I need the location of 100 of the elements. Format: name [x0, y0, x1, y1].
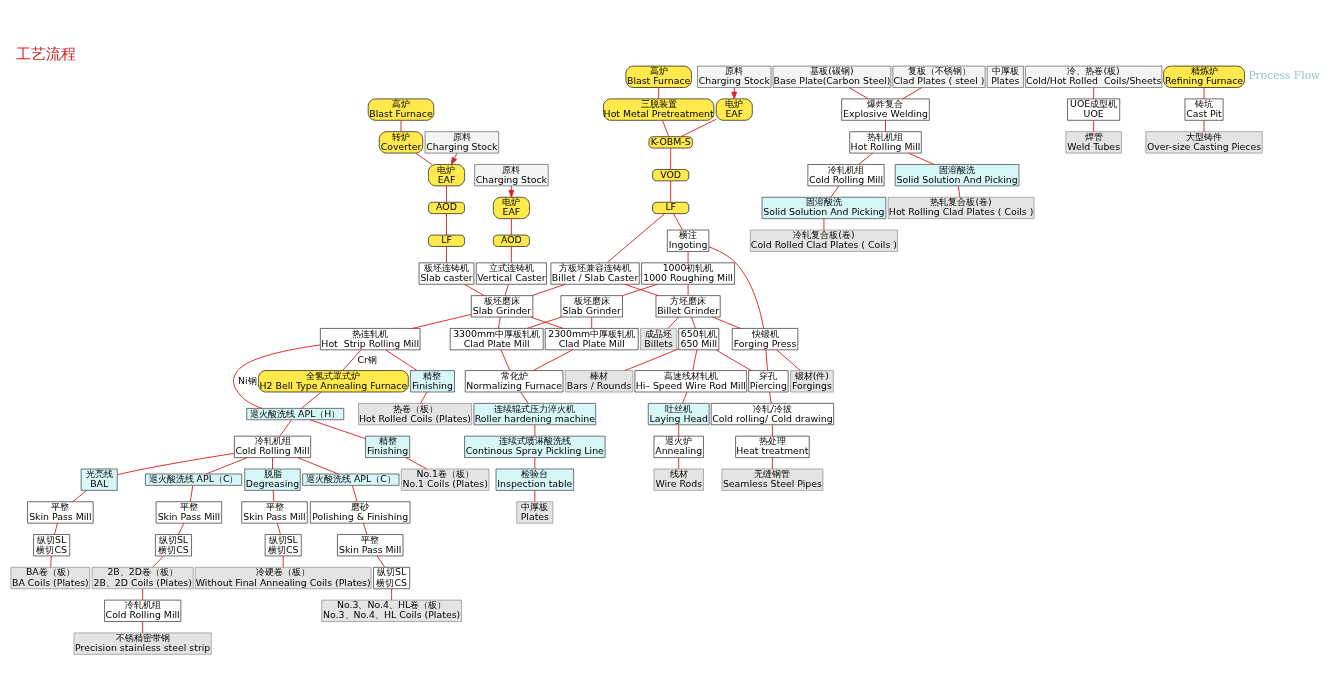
node-box: 电炉 EAF: [493, 196, 530, 219]
connector: [415, 152, 433, 165]
connector: [687, 283, 689, 297]
node-box: 热轧复合板(卷) Hot Rolling Clad Plates ( Coils ): [887, 196, 1035, 219]
connector: [715, 349, 752, 371]
node-box: 纵切SL 横切CS: [373, 567, 411, 590]
connector: [532, 349, 573, 371]
connector: [301, 391, 322, 409]
node-box: 线材 Wire Rods: [653, 468, 704, 491]
connector: [446, 246, 447, 264]
edge-label: Cr钢: [357, 353, 377, 365]
node-box: 全氢式罩式炉 H2 Bell Type Annealing Furnace: [258, 370, 409, 393]
node-box: 热卷（板） Hot Rolled Coils (Plates): [358, 403, 472, 426]
node-box: 冷轧机组 Cold Rolling Mill: [104, 599, 182, 622]
node-box: 电炉 EAF: [715, 98, 753, 121]
connector: [534, 424, 536, 437]
node-box: 退火酸洗线 APL（H）: [246, 408, 345, 421]
connector: [510, 218, 512, 236]
connector: [504, 283, 509, 297]
node-box: 退火炉 Annealing: [653, 435, 704, 458]
connector: [142, 588, 144, 601]
node-box: K-OBM-S: [648, 136, 693, 149]
connector: [510, 246, 512, 264]
node-box: 精整 Finishing: [365, 435, 411, 458]
node-box: AOD: [428, 201, 465, 214]
connector: [771, 457, 773, 470]
node-box: 常化炉 Normalizing Furnace: [464, 370, 564, 393]
connector: [771, 424, 773, 437]
connector: [765, 349, 768, 371]
connector: [1203, 119, 1205, 133]
node-box: 方板坯兼容连铸机 Billet / Slab Caster: [550, 262, 640, 285]
node-box: UOE成型机 UOE: [1067, 98, 1121, 121]
node-box: 焊管 Weld Tubes: [1065, 131, 1122, 154]
connector: [420, 391, 428, 404]
arrow: [450, 152, 458, 165]
connector: [606, 213, 666, 264]
node-box: 650轧机 650 Mill: [678, 328, 720, 351]
node-box: 精整 Finishing: [410, 370, 455, 393]
connector: [272, 457, 273, 470]
connector: [50, 555, 52, 568]
node-box: 转炉 Coverter: [378, 131, 424, 154]
connector: [500, 349, 511, 371]
connector: [411, 313, 472, 329]
node-box: 高炉 Blast Furnace: [367, 98, 435, 121]
connector: [776, 349, 801, 371]
connector: [708, 246, 765, 329]
node-box: 爆炸复合 Explosive Welding: [841, 98, 930, 121]
node-box: 退火酸洗线 APL（C）: [302, 473, 400, 486]
node-box: AOD: [493, 234, 530, 247]
node-box: 冷轧机组 Cold Rolling Mill: [807, 164, 885, 187]
node-box: LF: [428, 234, 465, 247]
connector: [177, 522, 185, 535]
node-box-text: 大型铸件 Over-size Casting Pieces: [1145, 131, 1263, 154]
connector: [670, 180, 672, 203]
connector: [497, 316, 501, 329]
connector: [351, 485, 358, 502]
node-box: 立式连铸机 Vertical Caster: [475, 262, 547, 285]
node-box: 三脱装置 Hot Metal Pretreatment: [603, 98, 715, 121]
node-box-text: 原料 Charging Stock: [474, 164, 549, 187]
connector: [667, 316, 680, 329]
connector: [520, 391, 529, 404]
connector: [830, 185, 840, 198]
node-box: 成品坯 Billets: [640, 328, 678, 351]
node-box: 磨砂 Polishing & Finishing: [310, 501, 411, 524]
node-box: 退火酸洗线 APL（C）: [145, 473, 243, 486]
node-box: 复板（不锈钢） Clad Plates ( steel ): [892, 65, 986, 88]
node-box: 平整 Skin Pass Mill: [337, 534, 404, 557]
connector: [678, 457, 680, 470]
connector: [446, 213, 447, 236]
node-box-text: 冷硬卷（板） Without Final Annealing Coils (Plates): [194, 567, 372, 590]
connector: [405, 457, 428, 470]
node-box: 中厚板 Plates: [516, 501, 554, 524]
connector: [276, 522, 281, 535]
node-box: 铸坑 Cast Pit: [1184, 98, 1224, 121]
node-box: 平整 Skin Pass Mill: [27, 501, 94, 524]
node-box-text: 脱脂 Degreasing: [244, 468, 301, 491]
connector: [400, 119, 402, 133]
connector: [463, 283, 485, 297]
node-box: 穿孔 Piercing: [748, 370, 789, 393]
connector: [534, 457, 536, 470]
node-box: 冷轧/冷拔 Cold rolling/ Cold drawing: [710, 403, 834, 426]
node-box: 冷、热卷(板) Cold/Hot Rolled Coils/Sheets: [1025, 65, 1163, 88]
node-box: 平整 Skin Pass Mill: [241, 501, 308, 524]
connector: [1093, 119, 1095, 133]
node-box: 连续式喷淋酸洗线 Continous Spray Pickling Line: [464, 435, 606, 458]
connector: [591, 316, 593, 329]
connector: [823, 218, 825, 231]
node-box: 高炉 Blast Furnace: [625, 65, 692, 88]
node-box: 纵切SL 横切CS: [33, 534, 71, 557]
node-box: 板坯磨床 Slab Grinder: [470, 295, 534, 318]
connector: [142, 621, 144, 634]
connector: [117, 452, 235, 476]
connector: [662, 119, 670, 137]
node-box: 2B、2D卷（板） 2B、2D Coils (Plates): [91, 567, 194, 590]
node-box: 快锻机 Forging Press: [731, 328, 799, 351]
node-box: 1000初轧机 1000 Roughing Mill: [641, 262, 735, 285]
node-box: 不锈精密带钢 Precision stainless steel strip: [73, 632, 212, 655]
node-box: 精炼炉 Refining Furnace: [1163, 65, 1245, 88]
connector: [902, 87, 923, 100]
node-box: 纵切SL 横切CS: [264, 534, 302, 557]
